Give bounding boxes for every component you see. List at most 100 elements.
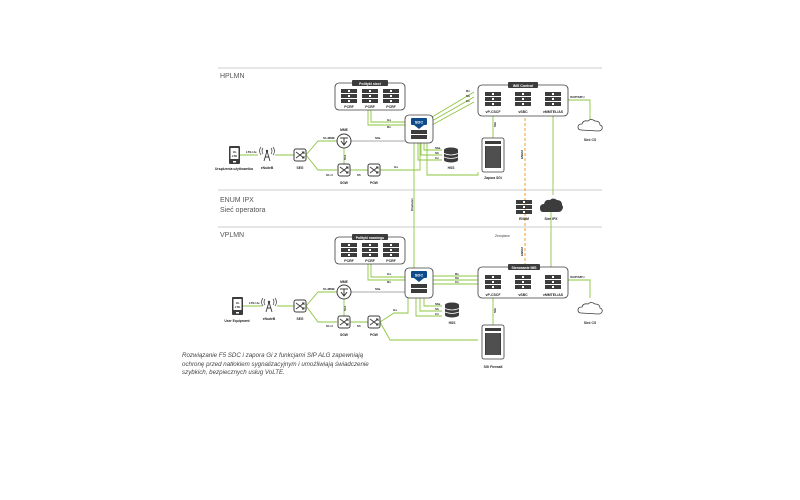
caption: Rozwiązanie F5 SDC i zapora Gi z funkcja… — [182, 352, 369, 376]
svg-text:LTE-Uu: LTE-Uu — [246, 150, 257, 154]
svg-text:Gx: Gx — [387, 118, 391, 122]
pcrf-server-icon — [362, 243, 378, 257]
pcrf-server-icon — [383, 243, 399, 257]
enum-link-label: ENUM — [520, 247, 524, 256]
svg-text:Rx: Rx — [466, 89, 470, 93]
vp-cscf-server-icon — [485, 275, 501, 289]
enodeb-label: eNodeB — [261, 166, 274, 170]
vp-cscf-server-icon — [485, 92, 501, 106]
ims-group-label: IMS Control — [513, 84, 533, 88]
svg-text:Sh: Sh — [455, 276, 459, 280]
svg-text:S6a: S6a — [435, 302, 441, 306]
firewall-label: SGi Firewall — [484, 365, 503, 369]
hplmn-policy-label: Polityki sieci — [359, 82, 381, 86]
svg-text:LTE-Uu: LTE-Uu — [249, 301, 260, 305]
svg-text:S1-MME: S1-MME — [323, 287, 335, 291]
pcrf-label: PCRF — [344, 105, 354, 109]
region-hplmn: HPLMN — [220, 73, 245, 80]
region-enum-sub: Sieć operatora — [220, 207, 266, 214]
seg-label: SEG — [297, 166, 304, 170]
seg-switch-icon — [293, 299, 307, 313]
svg-text:S6a: S6a — [375, 287, 381, 291]
svg-text:SGi: SGi — [493, 308, 497, 313]
vmmtel-server-icon — [545, 275, 561, 289]
enodeb-antenna-icon — [261, 297, 277, 313]
svg-text:Gx: Gx — [393, 308, 397, 312]
region-enum-title: ENUM IPX — [220, 197, 254, 204]
pcrf-server-icon — [341, 243, 357, 257]
pcrf-label: PCRF — [365, 105, 375, 109]
svg-text:Sh: Sh — [466, 94, 470, 98]
pcrf-server-icon — [383, 89, 399, 103]
ipx-label: Sieć IPX — [544, 217, 558, 221]
mme-icon — [336, 284, 352, 300]
pgw-label: PGW — [370, 333, 379, 337]
cs-network-cloud-icon — [577, 119, 603, 132]
vsbc-server-icon — [515, 92, 531, 106]
vsbc-server-icon — [515, 275, 531, 289]
ims-node-label: vP-CSCF — [486, 293, 502, 297]
svg-text:S6a: S6a — [435, 146, 441, 150]
ims-node-label: vP-CSCF — [486, 110, 502, 114]
svg-text:S5: S5 — [357, 173, 361, 177]
svg-text:Cx: Cx — [435, 312, 439, 316]
ims-group-label: Sterowanie IMS — [511, 266, 537, 270]
volte-badge: LTE — [232, 154, 237, 158]
cs-network-cloud-icon — [577, 302, 603, 315]
svg-text:S1-U: S1-U — [326, 324, 333, 328]
hss-label: HSS — [448, 166, 456, 170]
ims-node-label: vMMTEL/AS — [543, 110, 564, 114]
zeroplane-label: Zeroplane — [495, 234, 510, 238]
pcrf-server-icon — [362, 89, 378, 103]
enodeb-antenna-icon — [259, 146, 275, 162]
svg-text:Gx: Gx — [394, 165, 398, 169]
svg-text:Rx: Rx — [455, 272, 459, 276]
svg-text:S11: S11 — [343, 305, 347, 311]
svg-text:S1-MME: S1-MME — [323, 136, 335, 140]
pgw-switch-icon — [367, 315, 381, 329]
sgw-label: SGW — [340, 333, 349, 337]
svg-text:Cx: Cx — [466, 99, 470, 103]
pcrf-server-icon — [341, 89, 357, 103]
diameter-label: Diameter — [410, 197, 414, 211]
hss-database-icon — [443, 147, 459, 163]
pcrf-label: PCRF — [386, 259, 396, 263]
volte-badge: LTE — [235, 305, 240, 309]
mme-label: MME — [340, 280, 348, 284]
ipx-cloud-icon — [540, 198, 563, 212]
volte-badge: Vo — [236, 301, 240, 305]
cs-label: Sieć CS — [584, 138, 597, 142]
svg-text:Sh: Sh — [435, 307, 439, 311]
firewall-label: Zapora SGi — [484, 176, 502, 180]
pgw-label: PGW — [370, 181, 379, 185]
region-vplmn: VPLMN — [220, 232, 244, 239]
svg-text:ISUP/SIP-I: ISUP/SIP-I — [570, 275, 585, 279]
svg-text:S6a: S6a — [375, 136, 381, 140]
svg-text:S5: S5 — [357, 324, 361, 328]
ims-node-label: vSBC — [518, 293, 528, 297]
svg-text:ISUP/SIP-I: ISUP/SIP-I — [570, 95, 585, 99]
vmmtel-server-icon — [545, 92, 561, 106]
pcrf-label: PCRF — [344, 259, 354, 263]
svg-text:SGi: SGi — [493, 122, 497, 127]
sgw-switch-icon — [337, 163, 351, 177]
seg-switch-icon — [293, 148, 307, 162]
hss-label: HSS — [449, 321, 457, 325]
hplmn-link-labels: LTE-Uu S1-MME S1-U S11 S5 S6a Gx Gx Rx R… — [246, 89, 585, 177]
firewall-icon — [481, 137, 505, 173]
sgw-switch-icon — [337, 315, 351, 329]
ims-node-label: vMMTEL/AS — [543, 293, 564, 297]
sdc-label: SDC — [415, 120, 424, 125]
hplmn-links — [234, 91, 591, 268]
svg-text:Rx: Rx — [387, 125, 391, 129]
sdc-label: SDC — [415, 273, 424, 278]
hss-database-icon — [444, 302, 460, 318]
svg-text:S11: S11 — [343, 154, 347, 160]
mme-icon — [336, 133, 352, 149]
cs-label: Sieć CS — [584, 321, 597, 325]
svg-text:S1-U: S1-U — [326, 173, 333, 177]
vplmn-policy-label: Polityki roamingu — [356, 236, 384, 240]
firewall-icon — [481, 324, 505, 360]
pcrf-label: PCRF — [386, 105, 396, 109]
